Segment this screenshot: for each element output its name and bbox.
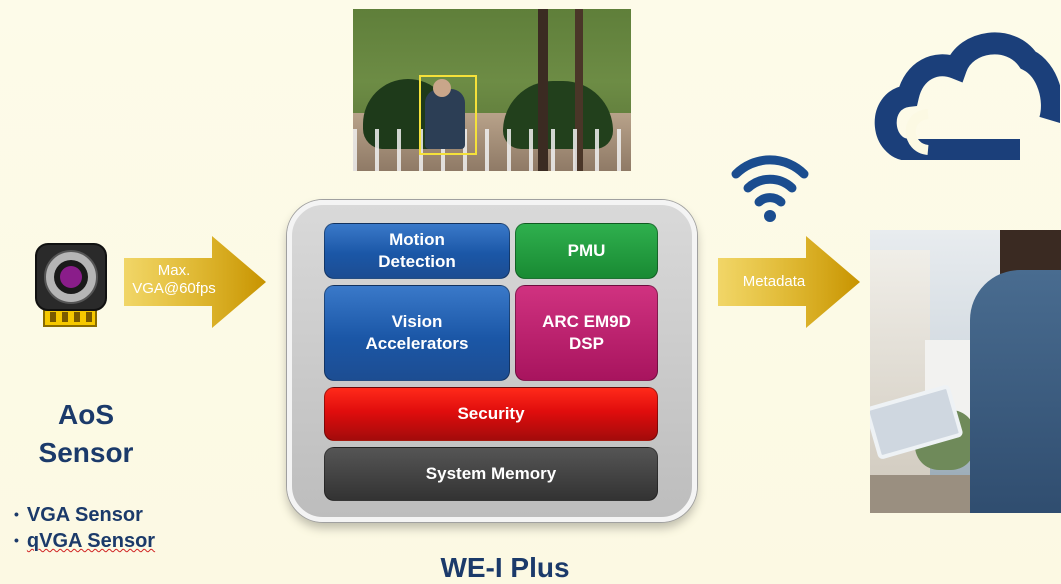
input-label-line1: Max. xyxy=(157,262,191,279)
metadata-arrow xyxy=(718,236,860,328)
sensor-bullet-list: VGA Sensor qVGA Sensor xyxy=(14,503,155,555)
security-block: Security xyxy=(324,387,658,441)
detection-bounding-box xyxy=(419,75,477,155)
cloud-icon xyxy=(874,32,1060,160)
wifi-icon xyxy=(731,155,809,222)
input-arrow xyxy=(124,236,266,328)
tablet-user-image xyxy=(870,230,1061,513)
sensor-title: AoS Sensor xyxy=(38,399,134,468)
pmu-block: PMU xyxy=(515,223,658,279)
input-arrow-label: Max. VGA@60fps xyxy=(124,262,224,298)
bullet-item: VGA Sensor xyxy=(14,503,155,529)
metadata-label: Metadata xyxy=(742,273,806,290)
bullet-item: qVGA Sensor xyxy=(14,529,155,555)
system-memory-block: System Memory xyxy=(324,447,658,501)
input-label-line2: VGA@60fps xyxy=(132,280,216,297)
camera-sensor-icon xyxy=(35,243,107,327)
chip-name: WE-I Plus xyxy=(440,552,570,583)
camera-feed-image xyxy=(353,9,631,171)
